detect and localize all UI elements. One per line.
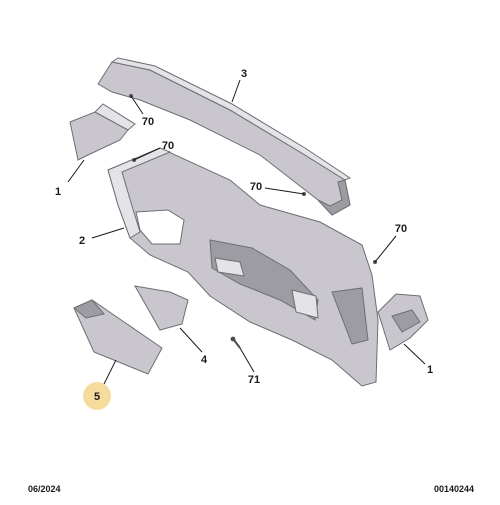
part-1-right-trim	[377, 293, 429, 351]
callout-3: 3	[241, 68, 247, 80]
footer-reference: 00140244	[433, 484, 474, 494]
callout-71: 71	[248, 374, 260, 386]
callout-4: 4	[201, 354, 208, 366]
part-4-cover	[134, 285, 189, 331]
callout-70-left: 70	[162, 140, 174, 152]
callout-1-right: 1	[427, 364, 433, 376]
footer-date: 06/2024	[28, 484, 61, 494]
part-3-upper-trim	[97, 57, 352, 216]
part-1-left-trim	[69, 103, 136, 161]
callout-5: 5	[94, 391, 100, 403]
fastener-71	[230, 336, 241, 349]
highlight-circle	[83, 382, 111, 410]
part-2-lower-panel	[107, 147, 379, 387]
leader-lines	[67, 79, 426, 393]
callout-70-mid: 70	[250, 181, 262, 193]
callout-2: 2	[79, 235, 85, 247]
callout-70-right: 70	[395, 223, 407, 235]
part-5-side-panel	[73, 299, 163, 375]
callout-1-left: 1	[55, 186, 61, 198]
callout-70-top: 70	[142, 116, 154, 128]
